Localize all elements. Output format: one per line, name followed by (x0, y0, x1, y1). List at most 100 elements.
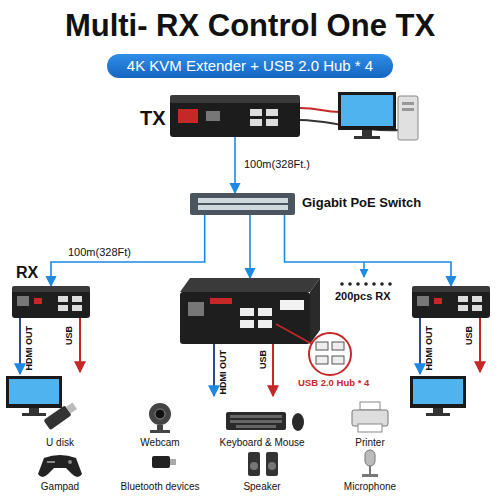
webcam-icon (157, 425, 163, 430)
rx-device (332, 342, 344, 350)
speaker-icon (248, 452, 278, 476)
usb-cable (79, 318, 81, 372)
keyboard-mouse-icon (230, 415, 282, 418)
gamepad-icon (38, 455, 82, 477)
pc-tower (402, 102, 414, 105)
rx-device (180, 292, 310, 344)
monitor (410, 376, 466, 408)
more-rx-branch (363, 262, 365, 277)
rx-device (210, 298, 232, 304)
monitor (338, 92, 396, 130)
device-name: Webcam (140, 437, 179, 449)
device-node: RXHDMI OUTUSB (12, 286, 90, 318)
more-rx-branch (348, 282, 352, 286)
tx-device (266, 119, 278, 126)
microphone-icon (362, 450, 378, 477)
rx-device (180, 278, 320, 344)
switch-device (190, 193, 295, 215)
rx-device (276, 324, 312, 344)
speaker-icon (250, 462, 258, 470)
speaker-icon (266, 452, 278, 476)
webcam-icon (149, 403, 171, 433)
tx-device (250, 109, 262, 116)
rx-device (458, 296, 468, 302)
device-name: Printer (355, 437, 384, 449)
rx-device (472, 296, 482, 302)
hdmi-cable (213, 344, 215, 396)
webcam-icon (155, 409, 165, 419)
device-name: Keyboard & Mouse (219, 437, 304, 449)
monitor (29, 408, 39, 413)
printer-icon (360, 402, 380, 410)
port-label: HDMI OUT (24, 326, 34, 371)
monitor (6, 376, 62, 416)
rx-device (17, 296, 29, 306)
device-label: RX (16, 264, 38, 282)
rx-device (12, 286, 90, 318)
more-rx-branch (372, 282, 376, 286)
rx-device (240, 320, 254, 328)
monitor (433, 408, 443, 413)
device-name: Bluetooth devices (121, 481, 200, 493)
monitor (6, 376, 62, 408)
rx-device (310, 278, 320, 344)
rx-device (72, 296, 82, 302)
rx-device (258, 320, 272, 328)
rx-device (188, 302, 204, 316)
rx-device (412, 286, 490, 318)
tx-device (206, 111, 220, 121)
rx-device (34, 298, 42, 304)
rx-device (417, 296, 429, 306)
more-rx-branch (388, 282, 392, 286)
keyboard-mouse-icon (226, 412, 304, 431)
keyboard-mouse-icon (226, 412, 286, 430)
rx-device (309, 333, 351, 375)
network-link (249, 215, 251, 278)
speaker-icon (248, 452, 260, 476)
port-label: USB (64, 326, 74, 345)
device-name: U disk (46, 437, 74, 449)
pc-tower (398, 96, 418, 140)
more-rx-branch (380, 282, 384, 286)
monitor (9, 379, 59, 404)
bluetooth-adapter-icon (152, 456, 170, 468)
rx-device (280, 300, 304, 310)
rx-device (58, 296, 68, 302)
distance-label: 100m(328Ft) (66, 246, 133, 259)
callout-text: USB 2.0 Hub * 4 (298, 378, 369, 389)
gamepad-icon (38, 455, 82, 477)
rx-device (458, 305, 468, 311)
tx-device (170, 99, 300, 137)
microphone-icon (362, 474, 378, 477)
more-rx-branch (356, 282, 360, 286)
webcam-icon (149, 403, 171, 425)
tx-cables (300, 108, 340, 112)
port-label: HDMI OUT (424, 326, 434, 371)
device-name: Microphone (344, 481, 396, 493)
pc-tower (402, 108, 414, 111)
monitor (338, 92, 396, 139)
switch-device (198, 198, 288, 203)
usb-disk-icon (66, 402, 77, 413)
keyboard-mouse-icon (230, 420, 282, 423)
rx-device (332, 356, 344, 364)
switch-label: Gigabit PoE Switch (302, 196, 421, 211)
port-label: USB (464, 326, 474, 345)
more-rx-branch (340, 282, 344, 286)
device-name: Gampad (41, 481, 79, 493)
keyboard-mouse-icon (236, 425, 276, 428)
rx-device (316, 342, 328, 350)
rx-device (72, 305, 82, 311)
bluetooth-adapter-icon (170, 459, 176, 465)
switch-device (198, 205, 288, 210)
rx-device (434, 298, 442, 304)
device-label: TX (140, 107, 166, 130)
bluetooth-adapter-icon (152, 456, 176, 468)
switch-device (190, 193, 295, 215)
tx-device (170, 95, 300, 103)
port-label: HDMI OUT (218, 350, 228, 395)
usb-disk-icon (43, 401, 78, 430)
hdmi-cable (419, 318, 421, 374)
rx-device (412, 289, 490, 318)
